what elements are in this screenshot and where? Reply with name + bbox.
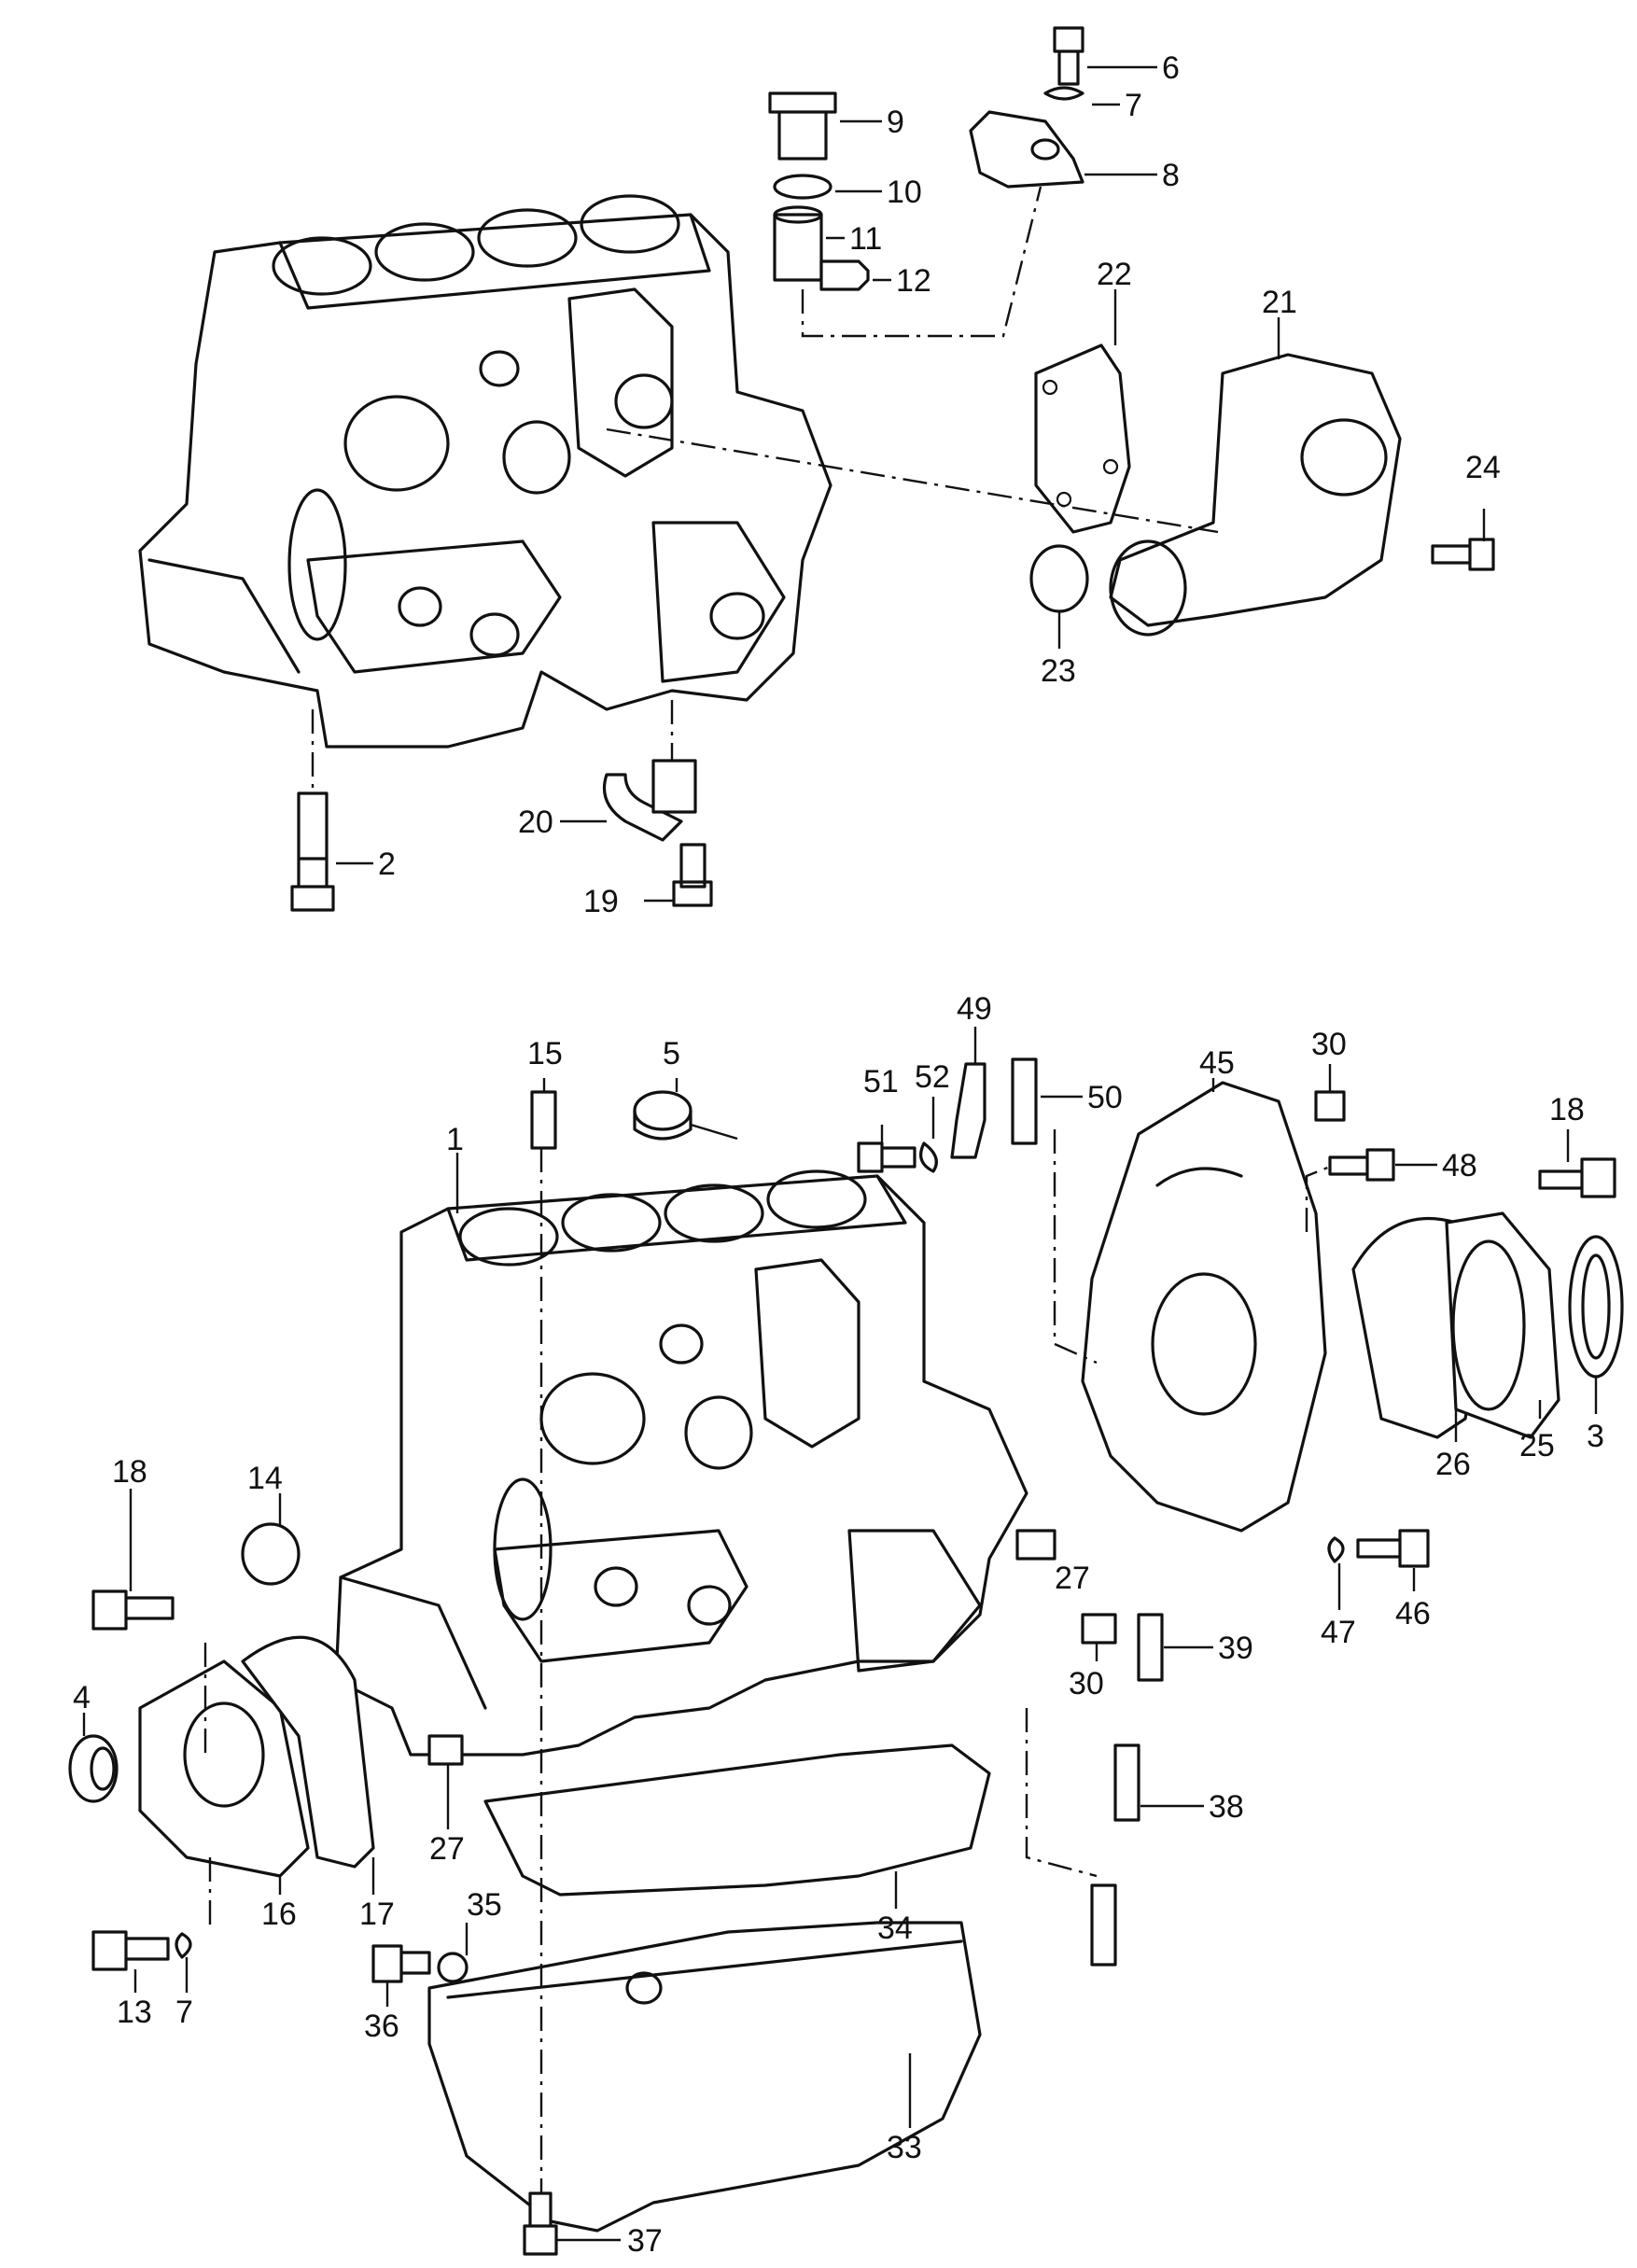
callout-12: 12 bbox=[896, 263, 931, 299]
callout-19: 19 bbox=[583, 884, 619, 919]
upper-engine-block bbox=[138, 194, 832, 749]
callout-labels: 6 7 8 9 10 11 12 22 21 24 23 2 20 19 1 1… bbox=[73, 50, 1604, 2259]
callout-27-right: 27 bbox=[1055, 1561, 1090, 1596]
callout-38: 38 bbox=[1209, 1789, 1244, 1825]
callout-20: 20 bbox=[518, 805, 553, 840]
callout-2: 2 bbox=[378, 847, 396, 882]
callout-49: 49 bbox=[957, 991, 992, 1027]
callout-47: 47 bbox=[1321, 1615, 1356, 1650]
upper-small-parts bbox=[290, 26, 1495, 912]
callout-3: 3 bbox=[1587, 1419, 1604, 1454]
callout-11: 11 bbox=[849, 221, 882, 257]
callout-18-left: 18 bbox=[112, 1454, 147, 1490]
callout-8: 8 bbox=[1162, 158, 1180, 193]
callout-34: 34 bbox=[877, 1911, 913, 1946]
callout-9: 9 bbox=[887, 105, 904, 140]
callout-21: 21 bbox=[1262, 285, 1297, 320]
callout-50: 50 bbox=[1087, 1080, 1123, 1115]
callout-6: 6 bbox=[1162, 50, 1180, 86]
callout-39: 39 bbox=[1218, 1631, 1253, 1666]
callout-7-lower: 7 bbox=[175, 1995, 193, 2030]
callout-30-bottom: 30 bbox=[1069, 1666, 1104, 1701]
callout-33: 33 bbox=[887, 2130, 922, 2165]
callout-13: 13 bbox=[117, 1995, 152, 2030]
callout-24: 24 bbox=[1465, 450, 1501, 485]
callout-25: 25 bbox=[1519, 1428, 1555, 1463]
callout-14: 14 bbox=[247, 1461, 283, 1496]
callout-30-top: 30 bbox=[1311, 1027, 1347, 1062]
callout-7: 7 bbox=[1125, 88, 1142, 123]
callout-26: 26 bbox=[1435, 1447, 1471, 1482]
callout-37: 37 bbox=[627, 2223, 663, 2259]
callout-1: 1 bbox=[446, 1122, 464, 1157]
callout-22: 22 bbox=[1097, 257, 1132, 292]
callout-15: 15 bbox=[527, 1036, 563, 1071]
callout-18-right: 18 bbox=[1549, 1092, 1585, 1127]
callout-36: 36 bbox=[364, 2009, 399, 2044]
callout-10: 10 bbox=[887, 175, 922, 210]
callout-35: 35 bbox=[467, 1887, 502, 1923]
lower-leader-lines bbox=[82, 1027, 1598, 2242]
callout-16: 16 bbox=[261, 1897, 297, 1932]
callout-17: 17 bbox=[359, 1897, 395, 1932]
lower-engine-block bbox=[334, 1169, 1028, 1757]
upper-leader-lines bbox=[311, 65, 1486, 903]
callout-4: 4 bbox=[73, 1680, 91, 1715]
lower-small-parts bbox=[68, 1057, 1624, 2256]
callout-45: 45 bbox=[1199, 1045, 1235, 1081]
callout-5: 5 bbox=[663, 1036, 680, 1071]
callout-52: 52 bbox=[915, 1059, 950, 1095]
callout-46: 46 bbox=[1395, 1596, 1431, 1631]
callout-23: 23 bbox=[1041, 653, 1076, 689]
callout-27-left: 27 bbox=[429, 1831, 465, 1867]
callout-51: 51 bbox=[863, 1064, 899, 1099]
callout-48: 48 bbox=[1442, 1148, 1477, 1183]
